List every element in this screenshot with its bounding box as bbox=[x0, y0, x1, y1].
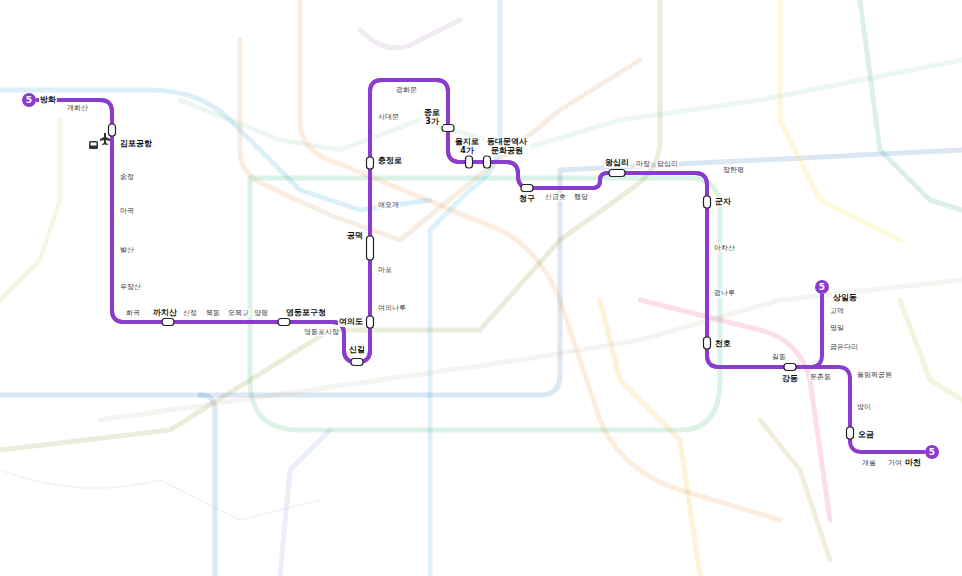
station-name: 굽은다리 bbox=[829, 343, 859, 351]
station-name: 천호 bbox=[714, 339, 732, 348]
station-name: 명일 bbox=[829, 324, 845, 332]
transfer-marker bbox=[367, 316, 374, 328]
station-name: 마천 bbox=[904, 458, 922, 467]
station-name: 공덕 bbox=[346, 231, 364, 240]
station-name: 거여 bbox=[887, 459, 903, 467]
line-number: 5 bbox=[22, 93, 36, 107]
station-name: 방화 bbox=[39, 95, 57, 104]
line-number: 5 bbox=[925, 445, 939, 459]
bus-icon bbox=[89, 141, 98, 149]
station-name: 애오개 bbox=[377, 201, 400, 209]
station-name: 서대문 bbox=[377, 113, 400, 121]
transfer-marker bbox=[484, 156, 491, 168]
station-name: 김포공항 bbox=[119, 139, 153, 148]
station-name: 신길 bbox=[348, 345, 366, 354]
station-name: 왕십리 bbox=[604, 158, 630, 167]
airport-icons bbox=[89, 133, 110, 149]
badge-circle bbox=[815, 280, 829, 294]
station-name: 광화문 bbox=[395, 86, 418, 94]
station-name: 답십리 bbox=[656, 160, 679, 168]
station-name: 송정 bbox=[119, 173, 135, 181]
transfer-marker bbox=[847, 427, 854, 439]
transfer-marker bbox=[784, 364, 796, 371]
airplane-icon bbox=[100, 133, 110, 145]
line-badge: 5 bbox=[815, 280, 829, 294]
transfer-marker bbox=[109, 124, 116, 136]
line-number: 5 bbox=[815, 280, 829, 294]
station-name: 여의도 bbox=[338, 317, 364, 326]
station-name: 둔촌동 bbox=[809, 373, 832, 381]
transfer-marker bbox=[367, 157, 374, 169]
station-name: 목동 bbox=[205, 309, 221, 317]
station-name: 광나루 bbox=[713, 289, 736, 297]
transfer-marker bbox=[704, 196, 711, 208]
station-name: 마장 bbox=[635, 160, 651, 168]
transfer-marker bbox=[351, 359, 363, 366]
transfer-marker bbox=[278, 319, 290, 326]
station-name: 고덕 bbox=[829, 307, 845, 315]
station-name: 까치산 bbox=[152, 308, 178, 317]
station-name: 영등포시장 bbox=[303, 328, 340, 336]
transfer-marker bbox=[609, 170, 625, 177]
bus-window bbox=[91, 143, 97, 146]
station-name: 종로 3가 bbox=[421, 108, 442, 126]
transfer-markers bbox=[109, 124, 854, 439]
station-name: 우장산 bbox=[119, 283, 142, 291]
transfer-marker bbox=[704, 337, 711, 349]
station-name: 개롱 bbox=[861, 459, 877, 467]
transfer-marker bbox=[521, 185, 533, 192]
transfer-marker bbox=[162, 319, 174, 326]
station-name: 마포 bbox=[377, 266, 393, 274]
station-name: 충정로 bbox=[377, 156, 403, 165]
station-name: 아차산 bbox=[713, 244, 736, 252]
station-name: 동대문역사 문화공원 bbox=[484, 137, 529, 155]
station-name: 을지로 4가 bbox=[452, 137, 481, 155]
station-name: 신정 bbox=[182, 309, 198, 317]
transfer-marker bbox=[367, 236, 374, 260]
station-name: 마곡 bbox=[119, 207, 135, 215]
station-name: 장한평 bbox=[722, 166, 745, 174]
line-badge: 5 bbox=[925, 445, 939, 459]
line-badge: 5 bbox=[22, 93, 36, 107]
station-name: 개화산 bbox=[66, 104, 89, 112]
station-name: 여의나루 bbox=[377, 304, 407, 312]
station-name: 길동 bbox=[771, 353, 787, 361]
station-name: 강동 bbox=[781, 374, 799, 383]
station-name: 군자 bbox=[714, 197, 732, 206]
station-name: 상일동 bbox=[832, 293, 858, 302]
station-name: 청구 bbox=[518, 194, 536, 203]
station-name: 오금 bbox=[857, 430, 875, 439]
station-name: 화곡 bbox=[125, 309, 141, 317]
station-name: 신금호 bbox=[544, 193, 567, 201]
station-name: 올림픽공원 bbox=[856, 371, 893, 379]
station-name: 영등포구청 bbox=[285, 308, 327, 317]
subway-line bbox=[36, 80, 925, 452]
transfer-marker bbox=[466, 156, 473, 168]
badge-circle bbox=[22, 93, 36, 107]
station-name: 행당 bbox=[573, 193, 589, 201]
badge-circle bbox=[925, 445, 939, 459]
station-name: 방이 bbox=[856, 403, 872, 411]
station-name: 오목교 bbox=[227, 309, 250, 317]
station-name: 발산 bbox=[119, 246, 135, 254]
station-name: 양평 bbox=[253, 309, 269, 317]
transfer-marker bbox=[442, 125, 454, 132]
